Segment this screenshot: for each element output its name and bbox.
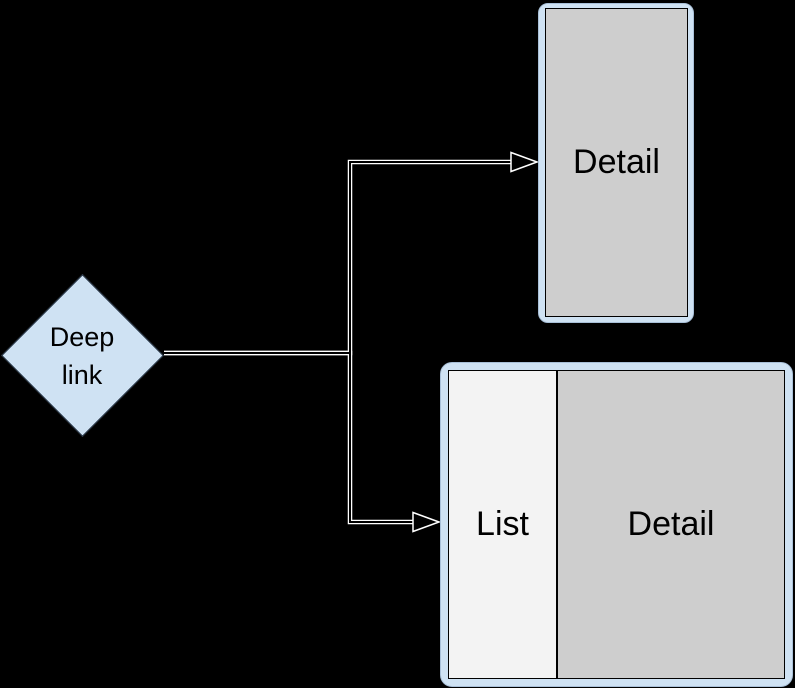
arrowhead-phone-icon [510,151,540,173]
tablet-detail-pane: Detail [558,371,784,678]
deep-link-label-line1: Deep [49,322,115,352]
deep-link-node: Deep link [0,273,164,438]
deep-link-label: Deep link [0,274,164,438]
connector-to-tablet-core [164,352,414,523]
arrowhead-tablet-icon [412,511,442,533]
tablet-list-pane: List [449,371,558,678]
phone-screen: Detail [545,8,688,317]
tablet-device: List Detail [440,362,793,687]
connector-to-tablet-casing [164,350,414,525]
connector-to-phone-core [164,161,512,354]
deep-link-label-line2: link [61,360,103,390]
phone-detail-label: Detail [573,143,660,181]
connector-to-phone-casing [164,159,512,356]
tablet-screen: List Detail [448,370,785,679]
phone-device: Detail [538,3,694,323]
tablet-list-label: List [476,505,529,543]
tablet-detail-label: Detail [627,505,715,543]
